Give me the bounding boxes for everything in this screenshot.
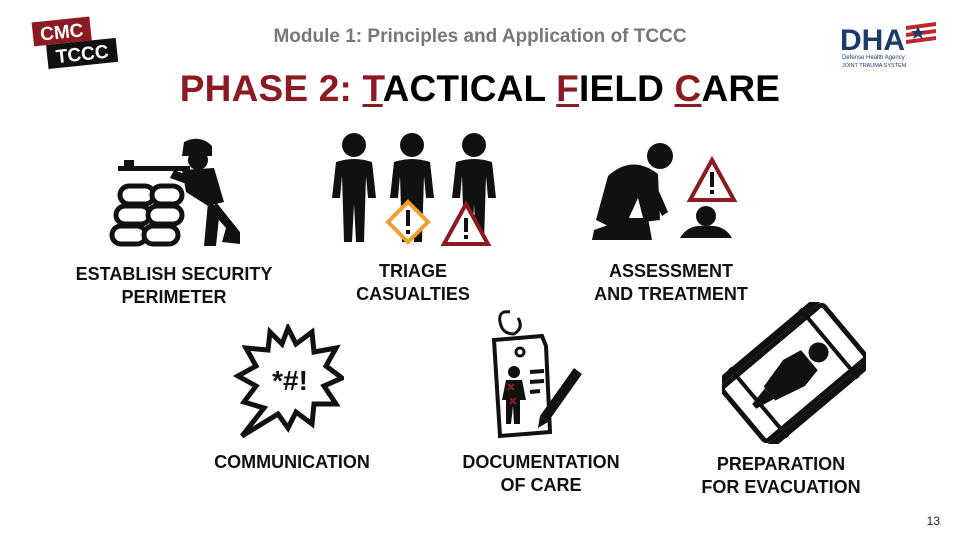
stretcher-icon <box>722 302 866 444</box>
page-number: 13 <box>926 514 940 528</box>
label-line: ASSESSMENT <box>608 261 734 281</box>
label-line: PREPARATION <box>716 454 846 474</box>
label-line: AND TREATMENT <box>594 284 748 304</box>
title-word3-rest: ARE <box>701 68 781 109</box>
kneeling-medic-icon <box>592 143 738 240</box>
label-documentation: DOCUMENTATION OF CARE <box>438 451 644 497</box>
triage-people-icon <box>332 133 496 246</box>
title-c-letter: C <box>674 68 702 109</box>
dha-letters: DHA <box>840 24 905 57</box>
label-line: TRIAGE <box>378 261 447 281</box>
label-preparation: PREPARATION FOR EVACUATION <box>676 453 886 499</box>
dha-line1: Defense Health Agency <box>842 55 905 61</box>
label-line: CASUALTIES <box>356 284 470 304</box>
title-word1-rest: ACTICAL <box>382 68 557 109</box>
label-triage: TRIAGE CASUALTIES <box>330 260 496 306</box>
label-line: DOCUMENTATION <box>462 452 620 472</box>
title-word2-rest: IELD <box>578 68 675 109</box>
label-line: OF CARE <box>500 475 582 495</box>
title-prefix: PHASE 2: <box>179 68 363 109</box>
label-communication: COMMUNICATION <box>188 451 396 474</box>
label-line: COMMUNICATION <box>214 452 370 472</box>
title-f-letter: F <box>556 68 579 109</box>
dha-line2: JOINT TRAUMA SYSTEM <box>842 63 907 69</box>
cmc-tccc-logo: CMC TCCC <box>31 16 119 70</box>
soldier-sandbag-icon <box>109 138 240 247</box>
label-line: FOR EVACUATION <box>701 477 861 497</box>
label-establish-security: ESTABLISH SECURITY PERIMETER <box>56 263 292 309</box>
logo-cmc-text: CMC <box>39 20 85 45</box>
dha-logo: DHA Defense Health Agency JOINT TRAUMA S… <box>840 22 936 69</box>
page-title: PHASE 2: TACTICAL FIELD CARE <box>0 68 960 110</box>
casualty-tag-icon <box>491 310 582 439</box>
module-title: Module 1: Principles and Application of … <box>273 26 687 47</box>
label-line: ESTABLISH SECURITY <box>75 264 273 284</box>
speech-burst-icon: *#! <box>232 324 344 438</box>
label-assessment: ASSESSMENT AND TREATMENT <box>568 260 774 306</box>
burst-text: *#! <box>272 365 308 396</box>
label-line: PERIMETER <box>121 287 227 307</box>
title-t-letter: T <box>362 68 383 109</box>
